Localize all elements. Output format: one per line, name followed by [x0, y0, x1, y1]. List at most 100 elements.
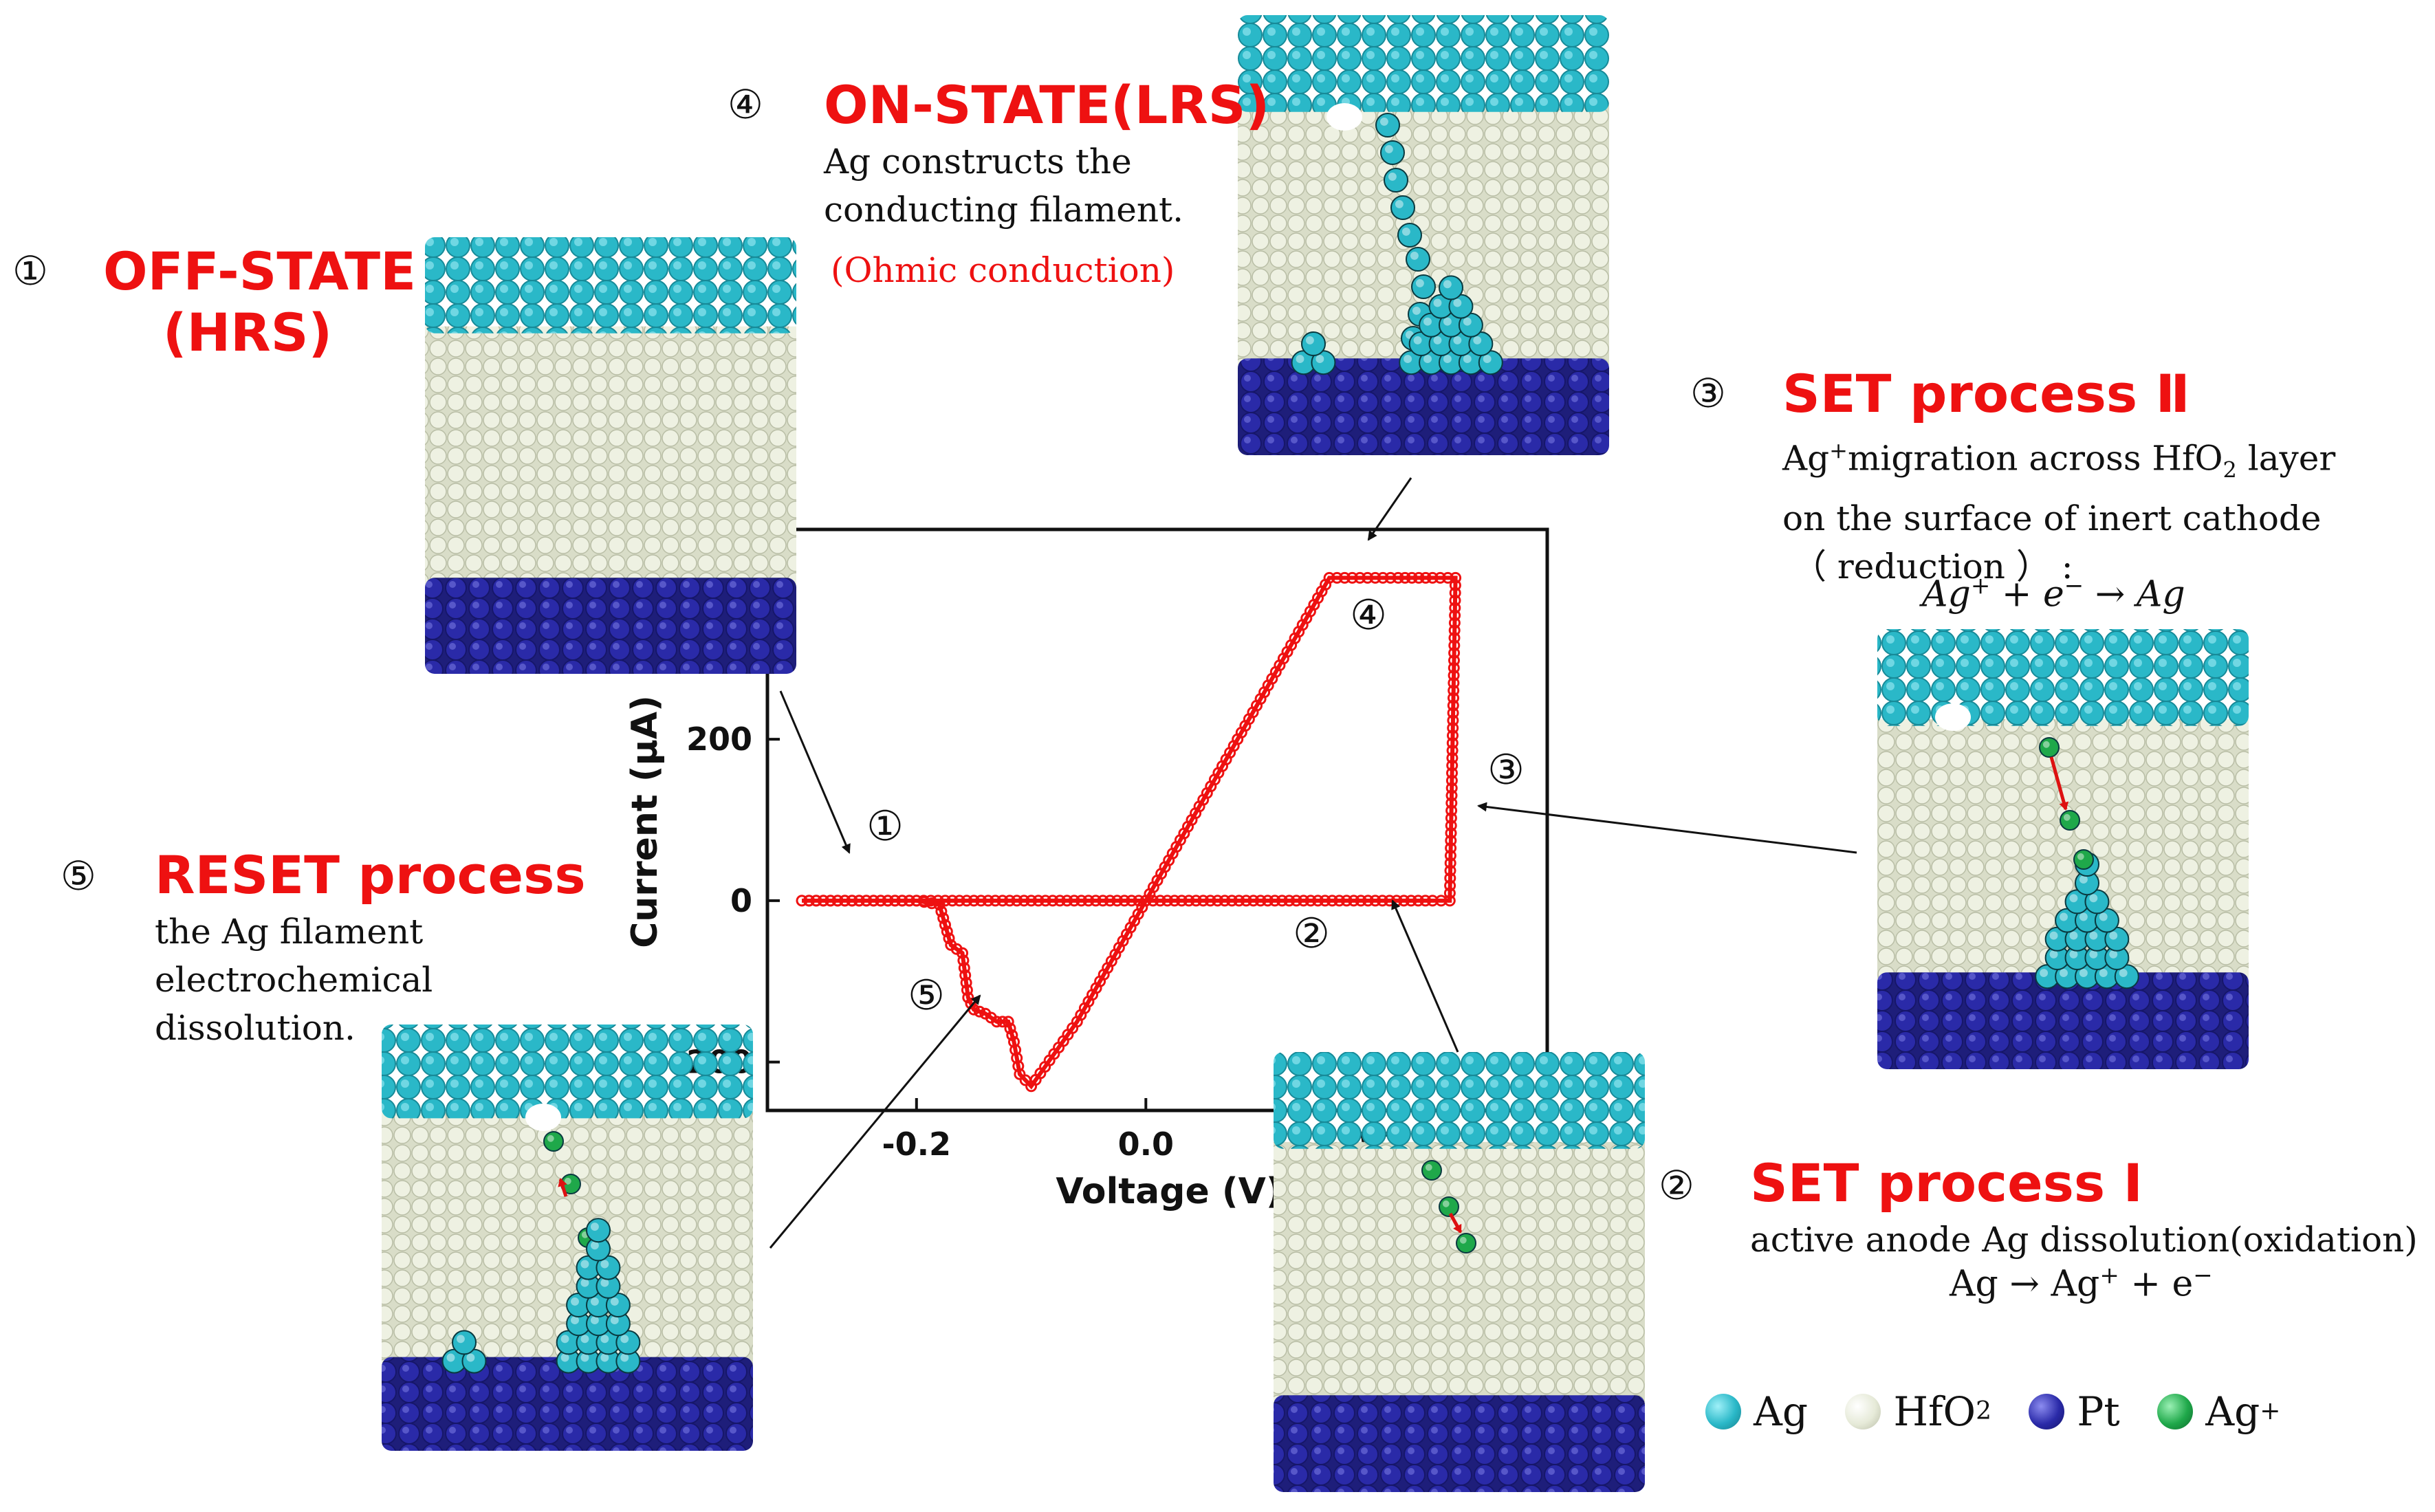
ag-filament-atom-highlight: [1401, 227, 1410, 236]
curve-marker: [1298, 895, 1310, 907]
curve-marker: [1448, 647, 1461, 659]
curve-marker: [1426, 571, 1439, 584]
ag-cluster-atom-highlight: [1423, 355, 1432, 364]
curve-marker: [937, 912, 950, 924]
ag-cluster-atom-highlight: [1433, 336, 1442, 344]
reset-desc-line1: the Ag filament: [155, 912, 424, 952]
curve-marker: [1032, 895, 1045, 907]
chart-annotations: ① ② ③ ④ ⑤: [866, 591, 1525, 1020]
curve-marker: [1412, 571, 1425, 584]
curve-marker: [1448, 624, 1461, 637]
set2-desc: Ag+migration across HfO2 layer on the su…: [1782, 426, 2335, 591]
curve-marker: [1449, 594, 1461, 606]
set2-desc-mid: migration across HfO: [1847, 438, 2223, 479]
curve-marker: [1444, 857, 1456, 869]
curve-marker: [1369, 895, 1382, 907]
off-state-title-line1: OFF-STATE: [103, 241, 416, 302]
ag-ion: [543, 1131, 564, 1152]
curve-marker: [1139, 895, 1152, 907]
set2-eq-ag: Ag: [1922, 573, 1971, 615]
curve-marker: [1161, 895, 1174, 907]
x-axis-label: Voltage (V): [1056, 1171, 1282, 1212]
ag-cluster-atom-highlight: [466, 1353, 475, 1362]
ag-electrode: [425, 237, 796, 333]
curve-marker: [1075, 895, 1087, 907]
curve-marker: [853, 895, 865, 907]
curve-marker: [1376, 895, 1388, 907]
ag-cluster-atom-highlight: [2079, 969, 2088, 978]
curve-marker: [831, 895, 844, 907]
curve-marker: [1340, 895, 1353, 907]
step-number-2: ②: [1659, 1162, 1694, 1209]
curve-marker: [903, 895, 915, 907]
ag-ion: [2073, 849, 2094, 870]
ag-cluster-atom-highlight: [580, 1260, 589, 1269]
anode-vacancy: [1326, 103, 1362, 131]
curve-marker: [1168, 895, 1181, 907]
curve-marker: [1450, 571, 1462, 584]
legend-label-ag: Ag: [1754, 1388, 1809, 1435]
curve-marker: [1444, 849, 1456, 862]
anno-1: ①: [866, 802, 904, 851]
curve-marker: [1118, 895, 1131, 907]
curve-marker: [996, 895, 1009, 907]
curve-marker: [991, 1016, 1003, 1028]
ag-cluster-atom-highlight: [1443, 355, 1452, 364]
ag-atom-icon: [1705, 1394, 1741, 1429]
ag-filament-atom: [1384, 168, 1408, 193]
curve-marker: [1377, 571, 1389, 584]
curve-marker: [1111, 895, 1124, 907]
curve-marker: [1219, 895, 1231, 907]
ag-cluster-atom-highlight: [1296, 355, 1304, 364]
curve-marker: [1419, 895, 1432, 907]
ag-cluster-atom-highlight: [600, 1260, 609, 1269]
ag-cluster-atom-highlight: [1443, 317, 1452, 326]
y-axis-label: Current (μA): [624, 695, 666, 948]
curve-marker: [1434, 571, 1446, 584]
curve-marker: [1204, 895, 1216, 907]
set1-eq-sup2: −: [2193, 1262, 2213, 1289]
curve-marker: [882, 895, 894, 907]
curve-marker: [839, 895, 851, 907]
set1-eq-sup1: +: [2099, 1262, 2119, 1289]
set1-eq-e: + e: [2119, 1263, 2194, 1305]
curve-marker: [1443, 887, 1456, 899]
curve-marker: [1089, 895, 1102, 907]
curve-marker: [1247, 895, 1260, 907]
curve-marker: [1326, 895, 1338, 907]
ag-cluster-atom: [586, 1218, 611, 1243]
curve-marker: [1254, 895, 1267, 907]
curve-marker: [1406, 571, 1418, 584]
set2-equation: Ag+ + e− → Ag: [1922, 572, 2185, 615]
ag-filament-atom-highlight: [1412, 306, 1421, 315]
pt-atom-icon: [2029, 1394, 2065, 1429]
ag-cluster-atom-highlight: [1473, 336, 1482, 344]
curve-marker: [1445, 820, 1457, 832]
curve-marker: [917, 895, 930, 907]
panel-set-1: [1274, 1052, 1645, 1492]
legend-label-agplus: Ag: [2205, 1388, 2260, 1435]
arrow-reset: [769, 994, 981, 1249]
ag-ion: [1456, 1233, 1476, 1253]
ag-cluster-atom-highlight: [590, 1223, 599, 1231]
curve-marker: [959, 969, 972, 981]
curve-marker: [1448, 677, 1460, 689]
ag-filament-atom-highlight: [1384, 144, 1393, 153]
ag-ion-highlight: [1442, 1200, 1450, 1207]
legend-item-pt: Pt: [2029, 1388, 2120, 1436]
curve-marker: [968, 895, 980, 907]
ag-ion: [1421, 1160, 1442, 1181]
ag-cluster-atom-highlight: [580, 1278, 589, 1287]
set1-eq-ag: Ag → Ag: [1950, 1263, 2100, 1305]
curve-marker: [1147, 895, 1159, 907]
legend-sup-agplus: +: [2260, 1397, 2281, 1425]
curve-marker: [975, 895, 987, 907]
hfo2-atom-icon: [1845, 1394, 1881, 1429]
curve-marker: [875, 895, 887, 907]
curve-marker: [1190, 895, 1202, 907]
set2-title: SET process Ⅱ: [1782, 363, 2190, 424]
set2-desc-ag: Ag: [1782, 438, 1830, 479]
ag-cluster-atom-highlight: [2099, 912, 2108, 921]
ag-cluster-atom-highlight: [560, 1353, 569, 1362]
